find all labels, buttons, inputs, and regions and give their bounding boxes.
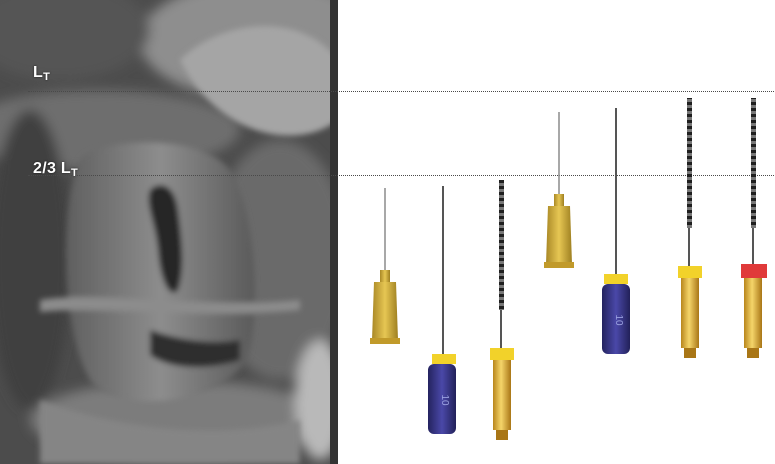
hand-file-10-2: 10 — [602, 108, 630, 354]
irrigation-needle-1 — [370, 188, 400, 344]
rotary-file-3 — [741, 98, 767, 358]
irrigation-needle-2 — [544, 112, 574, 268]
svg-text:10: 10 — [613, 314, 624, 326]
hand-file-10-1: 10 — [428, 186, 456, 434]
svg-text:10: 10 — [439, 394, 450, 406]
rotary-file-1 — [490, 180, 514, 440]
rotary-file-2 — [678, 98, 702, 358]
